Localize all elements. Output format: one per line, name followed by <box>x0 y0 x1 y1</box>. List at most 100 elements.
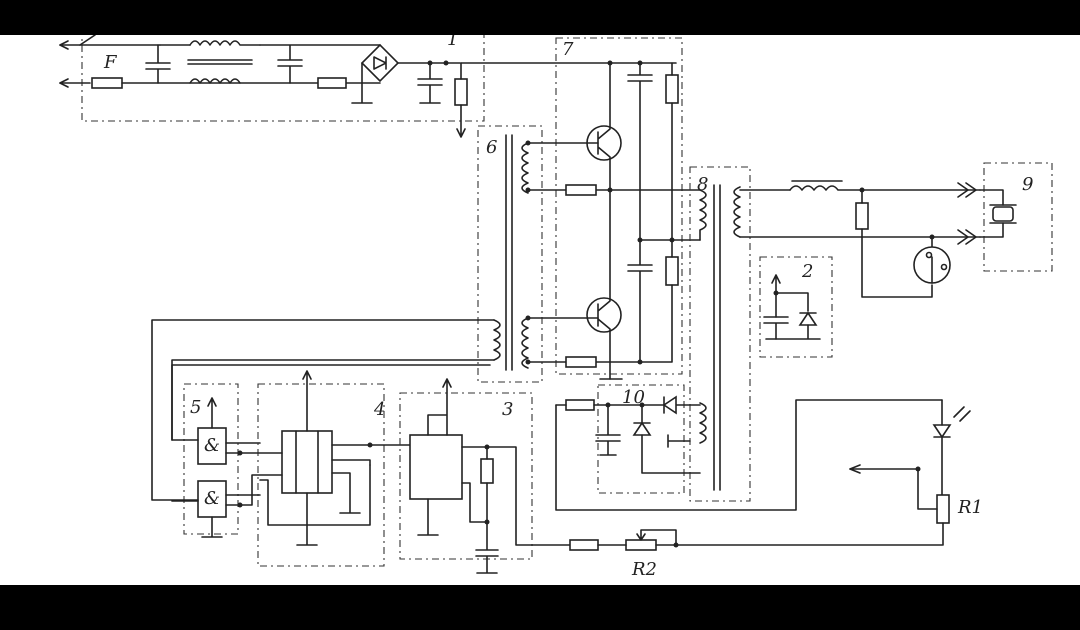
block-2-frame <box>759 256 833 358</box>
feedback-winding <box>699 402 707 444</box>
block-4-label: 4 <box>373 399 385 420</box>
drive-feedback-wiring <box>151 319 495 501</box>
timer-ic <box>409 434 463 500</box>
series-resistor <box>569 539 599 551</box>
choke-upper-winding <box>189 40 261 46</box>
upper-base-resistor <box>565 184 597 196</box>
block-3-timer: 3 <box>399 378 571 574</box>
block-2-aux-supply: 2 <box>759 256 833 358</box>
capacitor-x1 <box>145 44 171 84</box>
output-filter <box>739 180 981 298</box>
load-wires <box>979 189 1004 238</box>
dc-output-arrow <box>456 62 466 138</box>
potentiometer-R2 <box>625 539 657 551</box>
load-element <box>992 206 1014 222</box>
logic-supply-arrow <box>207 397 217 429</box>
capacitor-x2 <box>259 44 381 84</box>
input-resistor <box>317 77 347 89</box>
half-bridge-capacitors <box>627 62 653 363</box>
timer-capacitor <box>475 446 499 574</box>
aux-zener-diode <box>798 311 818 326</box>
and-gate-lower-symbol: & <box>204 488 220 509</box>
led-light-rays <box>953 406 971 422</box>
smoothing-capacitor <box>417 62 443 104</box>
block-4-driver: 4 <box>239 370 411 567</box>
output-resistor-wires <box>861 189 933 298</box>
snubber-resistor-upper <box>665 74 679 104</box>
control-circuit: R2 R1 <box>555 399 983 580</box>
drive-winding-upper <box>521 142 529 194</box>
block-9-label: 9 <box>1022 174 1033 195</box>
lower-base-resistor <box>565 356 597 368</box>
R2-label: R2 <box>631 559 657 580</box>
aux-supply-arrow <box>771 274 781 318</box>
output-primary-winding <box>699 189 707 241</box>
block-4-frame <box>257 383 385 567</box>
fuse-label: F <box>103 52 118 73</box>
lower-transistor <box>586 297 622 333</box>
driver-supply-arrow <box>302 370 312 432</box>
block-6-drive-transformer: 6 <box>477 125 543 383</box>
block-3-frame <box>399 392 533 560</box>
bleeder-resistor <box>454 78 468 106</box>
rectifier-diode-symbol <box>373 56 387 70</box>
resistor-wiring <box>639 62 701 363</box>
block-6-label: 6 <box>486 137 497 158</box>
block-2-label: 2 <box>801 261 813 282</box>
block-8-output-transformer: 8 <box>689 166 751 502</box>
R2-wiper <box>636 529 677 546</box>
aux-capacitor <box>763 316 789 340</box>
feedback-capacitor <box>595 404 621 456</box>
timer-resistor <box>480 458 494 484</box>
output-inductor <box>789 185 981 191</box>
output-transformer-core <box>713 184 721 491</box>
block-5-logic: & & 5 <box>171 364 491 538</box>
and-gate-upper <box>197 427 227 465</box>
potentiometer-R1 <box>936 494 950 524</box>
block-8-label: 8 <box>697 174 708 195</box>
output-connector-lower <box>957 229 977 245</box>
timer-ground <box>417 498 439 536</box>
block-5-label: 5 <box>190 397 201 418</box>
block-8-frame <box>689 166 751 502</box>
block-7-inverter: 7 <box>525 37 701 380</box>
timer-supply <box>427 378 452 436</box>
choke-lower-winding <box>189 78 241 84</box>
bridge-rectifier <box>360 43 400 83</box>
block-3-label: 3 <box>502 399 513 420</box>
led <box>932 424 952 439</box>
and-gate-lower <box>197 480 227 518</box>
block-10-feedback-rectifier: 10 <box>555 384 701 494</box>
block-10-label: 10 <box>622 387 645 408</box>
feedback-diode <box>662 395 677 415</box>
driver-ground <box>296 492 318 546</box>
feedback-tap <box>667 434 691 448</box>
block-7-frame <box>555 37 683 375</box>
R1-label: R1 <box>957 497 983 518</box>
snubber-resistor-lower <box>665 256 679 286</box>
drive-transformer-core <box>505 134 513 371</box>
block-7-label: 7 <box>562 39 574 60</box>
R1-wiper-output <box>849 468 938 510</box>
mains-switch <box>79 35 96 46</box>
feedback-zener <box>632 421 652 436</box>
mains-input-wires <box>59 44 161 84</box>
schematic-sheet: F 1 6 <box>0 35 1080 585</box>
block-9-load: 9 <box>979 162 1053 272</box>
block-1-frame <box>81 35 485 122</box>
block-10-frame <box>597 384 685 494</box>
output-connector-upper <box>957 182 977 198</box>
fuse-F <box>91 77 123 89</box>
mains-input-arrows <box>59 40 69 88</box>
block-6-frame <box>477 125 543 383</box>
drive-winding-primary <box>493 319 501 361</box>
circuit-schematic: F 1 6 <box>59 35 1053 580</box>
block-1-label: 1 <box>447 35 458 50</box>
output-secondary-winding <box>733 186 741 238</box>
block-9-frame <box>983 162 1053 272</box>
drive-winding-lower <box>521 317 529 369</box>
logic-ground <box>201 516 223 538</box>
driver-ic <box>281 430 333 494</box>
choke-core <box>187 59 253 65</box>
